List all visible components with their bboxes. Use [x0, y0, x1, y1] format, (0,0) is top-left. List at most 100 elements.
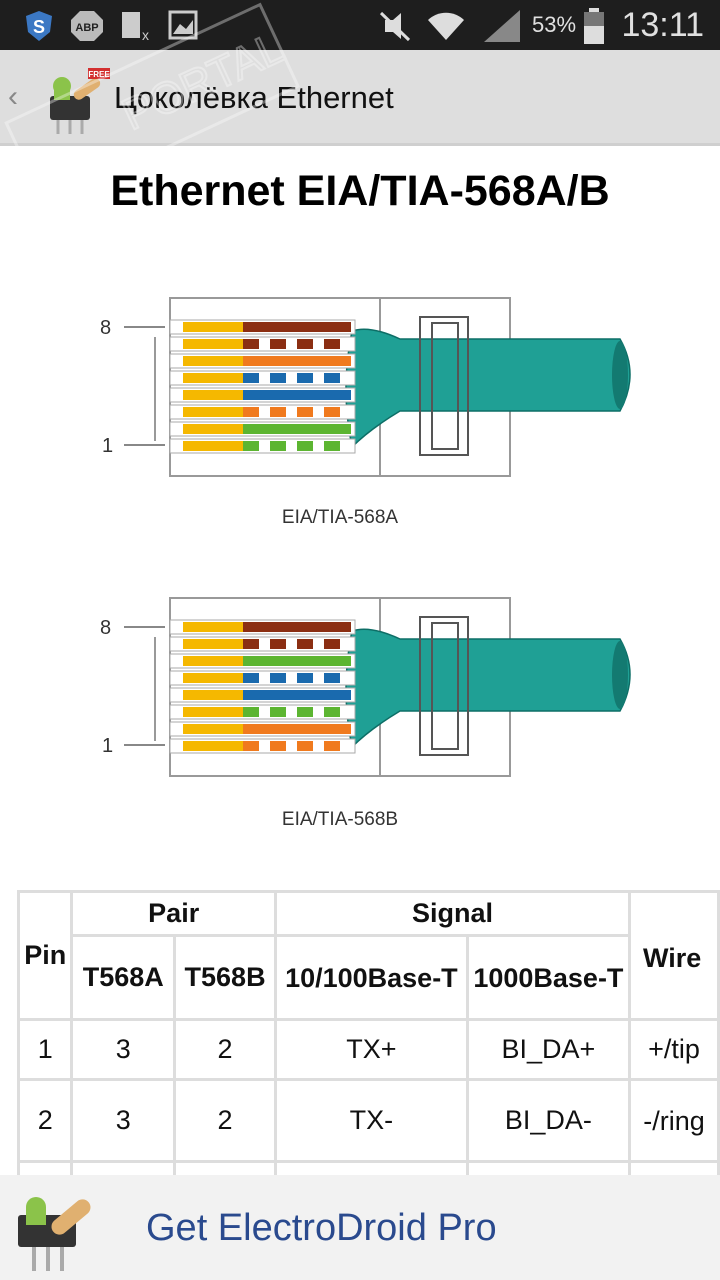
- gold-contact: [183, 690, 243, 700]
- wire-white-green: [324, 441, 340, 451]
- wire-white-orange: [324, 407, 340, 417]
- signal-icon: [484, 10, 520, 42]
- svg-text:x: x: [142, 27, 149, 42]
- promo-link[interactable]: Get ElectroDroid Pro: [146, 1207, 497, 1249]
- wire-white-green: [324, 707, 340, 717]
- wire-white-orange: [270, 407, 286, 417]
- diagram-568b: 81: [100, 597, 631, 777]
- wire-white-blue: [243, 373, 259, 383]
- wire-white-blue: [270, 673, 286, 683]
- cell-t568b: 2: [173, 1018, 277, 1081]
- cable-end: [612, 641, 628, 709]
- page-title: Ethernet EIA/TIA-568A/B: [110, 167, 610, 215]
- cell-pin: 2: [16, 1078, 74, 1163]
- wire-white-brown: [270, 339, 286, 349]
- latch: [419, 316, 469, 456]
- cell-wire: -/ring: [628, 1078, 720, 1163]
- wire-brown: [243, 622, 351, 632]
- header-wire: Wire: [628, 890, 720, 1021]
- pin-1-label: 1: [102, 735, 113, 757]
- wire-white-brown: [243, 339, 259, 349]
- wire-white-orange: [243, 407, 259, 417]
- action-bar: ‹ FREE Цоколёвка Ethernet PORTAL: [0, 2, 720, 200]
- wire-white-blue: [324, 373, 340, 383]
- header-10-100: 10/100Base-T: [273, 934, 469, 1021]
- cell-wire: +/tip: [628, 1018, 720, 1081]
- wire-white-brown: [297, 639, 313, 649]
- gold-contact: [183, 356, 243, 366]
- wire-white-green: [270, 707, 286, 717]
- shield-icon: S: [26, 11, 52, 41]
- sim-off-icon: x: [122, 12, 149, 42]
- wire-blue: [243, 690, 351, 700]
- cell-1000: BI_DA-: [465, 1078, 632, 1163]
- diagram-568a: 81: [100, 297, 631, 477]
- wire-white-blue: [270, 373, 286, 383]
- gold-contact: [183, 724, 243, 734]
- gold-contact: [183, 424, 243, 434]
- header-signal: Signal: [273, 890, 632, 937]
- gold-contact: [183, 707, 243, 717]
- wire-white-orange: [324, 741, 340, 751]
- latch: [419, 616, 469, 756]
- wire-white-green: [243, 441, 259, 451]
- wire-white-green: [297, 441, 313, 451]
- cell-pin: 1: [16, 1018, 74, 1081]
- wire-white-green: [270, 441, 286, 451]
- wire-blue: [243, 390, 351, 400]
- wire-orange: [243, 724, 351, 734]
- wire-white-green: [243, 707, 259, 717]
- table-row: 1 3 2 TX+ BI_DA+ +/tip: [16, 1018, 720, 1081]
- wire-white-blue: [297, 373, 313, 383]
- cell-10-100: TX+: [273, 1018, 469, 1081]
- cell-t568a: 3: [70, 1078, 177, 1163]
- wire-white-brown: [324, 339, 340, 349]
- gold-contact: [183, 441, 243, 451]
- wire-white-green: [297, 707, 313, 717]
- wire-orange: [243, 356, 351, 366]
- battery-icon: [584, 8, 604, 44]
- gold-contact: [183, 622, 243, 632]
- pin-8-label: 8: [100, 317, 111, 339]
- gold-contact: [183, 339, 243, 349]
- cell-10-100: TX-: [273, 1078, 469, 1163]
- screen-title: Цоколёвка Ethernet: [114, 80, 394, 115]
- wire-white-orange: [297, 741, 313, 751]
- cell-t568a: 3: [70, 1018, 177, 1081]
- back-icon[interactable]: ‹: [8, 80, 18, 113]
- pinout-table: Pin Pair Signal Wire T568A T568B 10/100B…: [16, 890, 720, 1203]
- wire-white-brown: [297, 339, 313, 349]
- mute-icon: [379, 11, 411, 42]
- gold-contact: [183, 390, 243, 400]
- gold-contact: [183, 407, 243, 417]
- header-t568b: T568B: [173, 934, 277, 1021]
- gold-contact: [183, 656, 243, 666]
- electrodroid-logo-icon: [18, 1197, 91, 1271]
- latch-inner: [431, 622, 459, 750]
- gold-contact: [183, 741, 243, 751]
- wire-white-blue: [297, 673, 313, 683]
- header-pair: Pair: [70, 890, 277, 937]
- app-logo-icon[interactable]: FREE: [40, 66, 110, 136]
- wire-white-brown: [324, 639, 340, 649]
- wire-green: [243, 656, 351, 666]
- wire-green: [243, 424, 351, 434]
- status-bar: S ABP x 53% 13:11: [0, 0, 720, 50]
- header-1000: 1000Base-T: [465, 934, 632, 1021]
- svg-text:FREE: FREE: [88, 70, 110, 79]
- svg-text:PORTAL: PORTAL: [115, 23, 292, 140]
- wire-white-orange: [297, 407, 313, 417]
- wire-white-orange: [243, 741, 259, 751]
- cell-t568b: 2: [173, 1078, 277, 1163]
- wire-white-orange: [270, 741, 286, 751]
- header-t568a: T568A: [70, 934, 177, 1021]
- pin-1-label: 1: [102, 435, 113, 457]
- watermark-logo: PORTAL: [4, 2, 300, 200]
- image-icon: [168, 10, 198, 40]
- cable-end: [612, 341, 628, 409]
- wifi-icon: [428, 12, 464, 40]
- promo-banner[interactable]: Get ElectroDroid Pro: [0, 1175, 720, 1280]
- wire-white-blue: [243, 673, 259, 683]
- header-pin: Pin: [16, 890, 74, 1021]
- svg-text:S: S: [33, 17, 45, 37]
